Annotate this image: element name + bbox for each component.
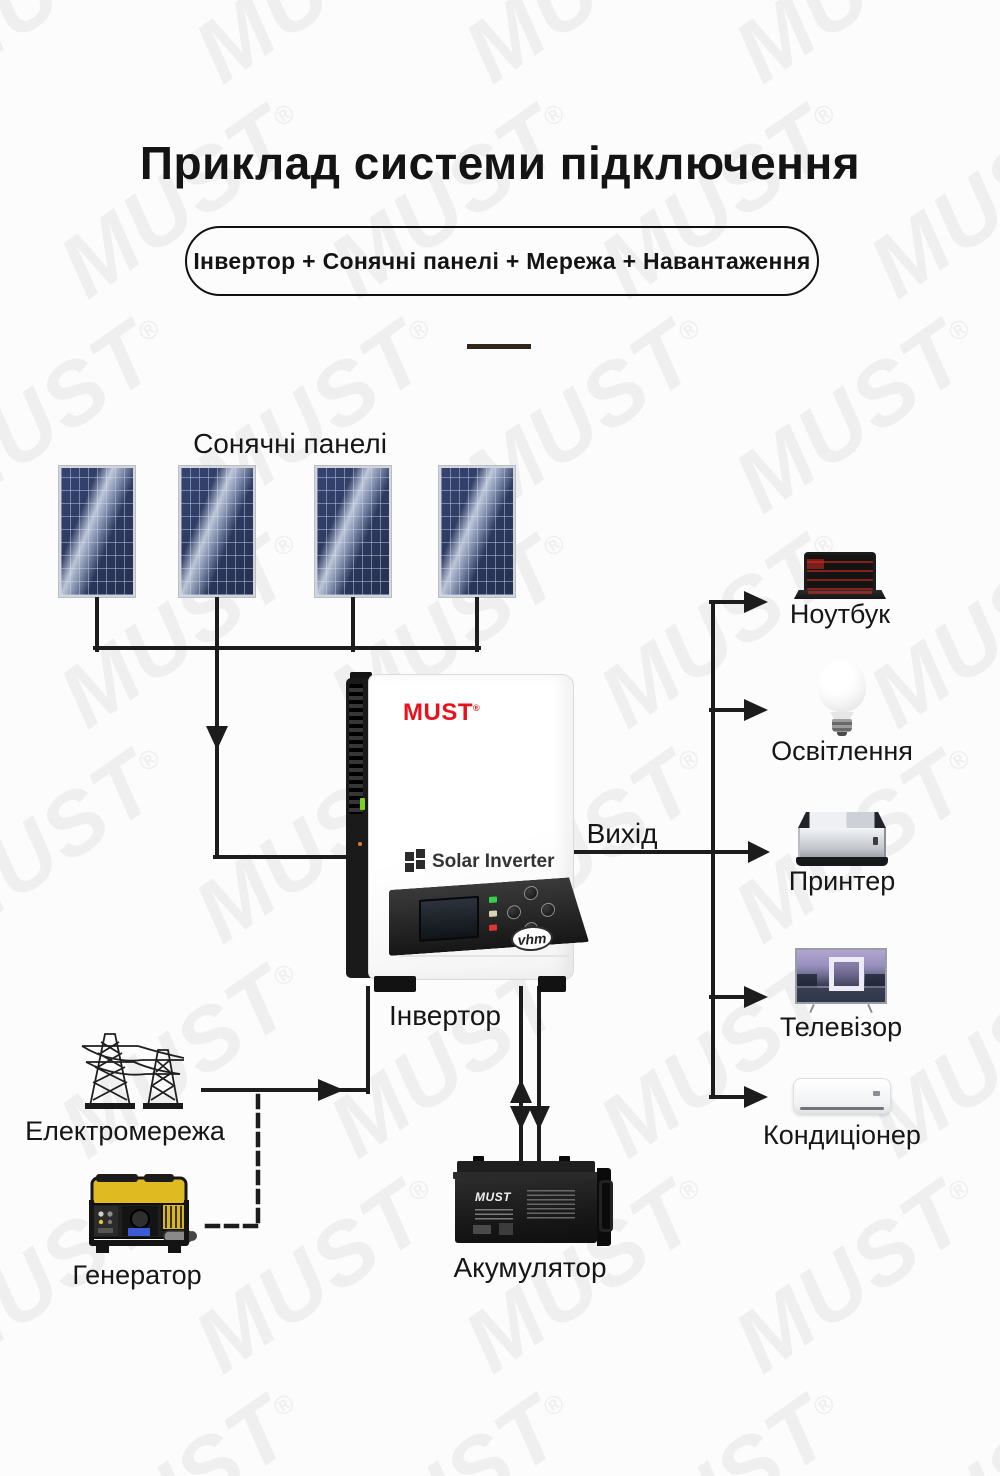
load-label: Телевізор: [779, 1012, 903, 1042]
product-label: Solar Inverter: [432, 851, 555, 872]
brand-reg-mark: ®: [473, 703, 481, 713]
battery-terminal-icon: [559, 1156, 570, 1162]
air-conditioner-icon: [793, 1078, 891, 1114]
generator-icon: [89, 1174, 197, 1253]
inverter-body: MUST® Solar Inverter vhm: [368, 674, 574, 980]
load-item-ac: Кондиціонер: [763, 1078, 937, 1151]
subtitle-pill: Інвертор + Сонячні панелі + Мережа + Нав…: [185, 226, 819, 296]
control-panel: [389, 876, 589, 956]
light-arrow: [744, 699, 768, 721]
load-label: Принтер: [788, 866, 896, 896]
brand-logo: MUST®: [403, 699, 480, 727]
generator-label: Генератор: [72, 1260, 202, 1290]
power-grid-icon: [81, 1033, 184, 1109]
solar-panel-icon: [439, 466, 515, 597]
lcd-screen: [419, 896, 479, 942]
battery-handle-side: [597, 1168, 613, 1246]
led-indicators: [489, 896, 497, 931]
battery-icon: MUST: [453, 1152, 613, 1252]
light-bulb-icon: [812, 660, 872, 736]
battery-spec-text: [475, 1209, 513, 1221]
grid-to-inverter-line: [201, 986, 370, 1094]
battery-label: Акумулятор: [453, 1252, 607, 1283]
solar-panel-icon: [179, 466, 255, 597]
inverter-device: MUST® Solar Inverter vhm: [340, 670, 574, 992]
battery-tag: [473, 1225, 491, 1234]
solar-panels-label: Сонячні панелі: [193, 428, 387, 459]
printer-icon: [796, 812, 888, 866]
laptop-arrow: [744, 591, 768, 613]
tv-icon: [795, 948, 887, 1012]
battery-lid: [457, 1161, 595, 1173]
battery-brand: MUST: [475, 1190, 511, 1204]
battery-spec-text: [527, 1190, 575, 1220]
body-seam-line: [399, 955, 569, 957]
side-dot-icon: [358, 842, 362, 846]
load-label: Ноутбук: [789, 599, 891, 629]
button-up-icon: [524, 886, 538, 901]
side-led-icon: [360, 798, 365, 810]
battery-arrow-up: [510, 1079, 532, 1103]
pv-array-icon: [405, 849, 425, 872]
pv-arrow-down: [206, 726, 228, 750]
laptop-icon: [794, 552, 886, 599]
solar-panel-icon: [315, 466, 391, 597]
output-arrow: [748, 841, 770, 863]
load-label: Освітлення: [771, 736, 913, 766]
subtitle-text: Інвертор + Сонячні панелі + Мережа + Нав…: [193, 247, 811, 274]
product-title-row: Solar Inverter: [405, 849, 555, 873]
battery-arrow-down-right: [528, 1106, 550, 1130]
page-title: Приклад системи підключення: [139, 137, 861, 189]
inverter-label: Інвертор: [389, 1000, 501, 1031]
title-divider: [467, 344, 531, 349]
battery-arrow-down-left: [510, 1106, 532, 1130]
grid-label: Електромережа: [25, 1116, 225, 1146]
load-item-tv: Телевізор: [780, 948, 921, 1043]
grid-arrow: [318, 1079, 344, 1101]
button-esc-icon: [507, 905, 521, 920]
battery-body: MUST: [455, 1179, 597, 1243]
output-label: Вихід: [586, 818, 658, 849]
pv-to-inverter-line: [213, 646, 350, 859]
tv-arrow: [744, 986, 768, 1008]
pv-drop-lines: [95, 597, 479, 652]
brand-text: MUST: [403, 699, 473, 726]
battery-terminal-icon: [473, 1156, 484, 1162]
load-item-laptop: Ноутбук: [790, 552, 910, 630]
battery-tag: [499, 1223, 513, 1235]
battery-lip: [453, 1172, 599, 1179]
solar-panel-icon: [59, 466, 135, 597]
inverter-foot: [538, 976, 566, 992]
inverter-foot: [374, 976, 416, 992]
load-label: Кондиціонер: [763, 1120, 921, 1150]
load-item-light: Освітлення: [771, 660, 927, 767]
load-item-printer: Принтер: [789, 812, 912, 897]
ac-arrow: [744, 1086, 768, 1108]
button-enter-icon: [541, 902, 555, 917]
